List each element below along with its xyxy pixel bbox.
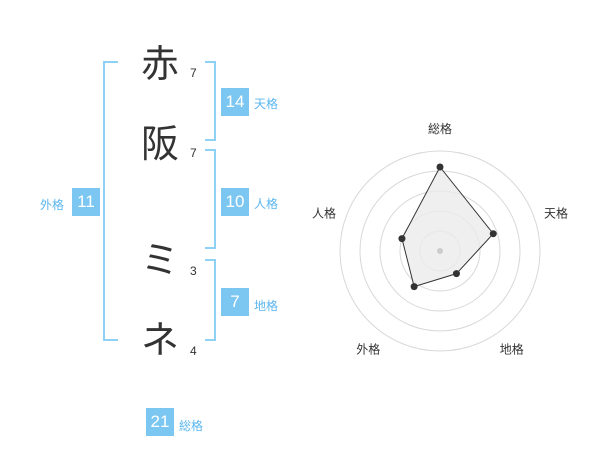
name-char-2: 阪 — [141, 122, 180, 166]
chikaku-value: 7 — [221, 288, 249, 316]
jinkaku-value: 10 — [221, 188, 249, 216]
radar-axis-label: 外格 — [356, 342, 380, 357]
radar-point — [398, 235, 406, 243]
radar-axis-label: 人格 — [312, 205, 336, 220]
radar-point — [436, 163, 444, 171]
soukaku-value: 21 — [146, 408, 174, 436]
chikaku-label: 地格 — [254, 299, 279, 313]
radar-axis-label: 天格 — [544, 205, 568, 220]
name-char-4: ネ — [141, 318, 180, 362]
name-char-3: ミ — [141, 238, 180, 282]
tenkaku-label: 天格 — [254, 97, 279, 111]
gaikaku-value: 11 — [72, 188, 100, 216]
radar-point — [452, 270, 460, 278]
jinkaku-label: 人格 — [254, 197, 279, 211]
soukaku-label: 総格 — [179, 419, 204, 433]
radar-axis-label: 総格 — [428, 121, 452, 136]
stroke-count-3: 3 — [190, 264, 197, 278]
name-char-1: 赤 — [141, 42, 180, 86]
bracket-lines — [103, 61, 216, 341]
radar-point — [489, 230, 497, 238]
radar-point — [410, 283, 418, 291]
radar-center — [437, 248, 443, 254]
stroke-count-4: 4 — [190, 344, 197, 358]
radar-ring — [339, 150, 541, 352]
gaikaku-label: 外格 — [40, 198, 65, 212]
radar-area — [401, 166, 494, 288]
radar-axis-label: 地格 — [500, 342, 524, 357]
tenkaku-value: 14 — [221, 88, 249, 116]
stroke-count-2: 7 — [190, 146, 197, 160]
stroke-count-1: 7 — [190, 66, 197, 80]
